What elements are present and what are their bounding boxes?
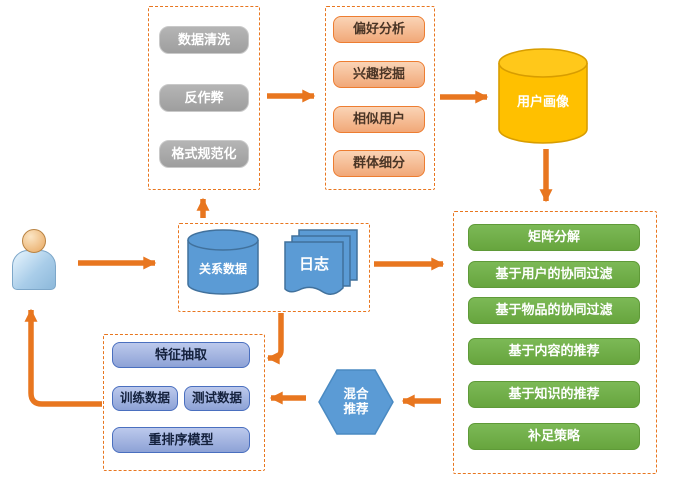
database-cylinder-icon: [187, 229, 259, 295]
node-test-data: 测试数据: [184, 386, 250, 411]
hybrid-label-line1: 混合: [343, 387, 369, 401]
arrow-ranking-to-user: [24, 308, 102, 407]
hybrid-recommendation-node: 混合 推荐: [317, 368, 395, 436]
logs-label: 日志: [298, 255, 329, 273]
node-interest-mining: 兴趣挖掘: [333, 61, 425, 88]
node-knowledge-based-rec: 基于知识的推荐: [468, 381, 640, 408]
node-group-segmentation: 群体细分: [333, 150, 425, 177]
arrow-source-to-ranking: [266, 313, 284, 365]
node-feature-extraction: 特征抽取: [112, 342, 250, 368]
relation-data-database: 关系数据: [186, 228, 260, 297]
relation-data-label: 关系数据: [198, 261, 247, 276]
hybrid-recommendation-label: 混合 推荐: [317, 368, 395, 436]
node-training-data: 训练数据: [112, 386, 178, 411]
node-rerank-model: 重排序模型: [112, 427, 250, 453]
data-source-group-frame: [178, 223, 370, 312]
user-profile-database-label: 用户画像: [516, 93, 569, 109]
node-matrix-factorization: 矩阵分解: [468, 224, 640, 251]
hybrid-label-line2: 推荐: [343, 402, 369, 416]
node-anti-cheating: 反作弊: [159, 84, 249, 112]
user-icon-head: [22, 229, 46, 253]
node-supplement-strategy: 补足策略: [468, 423, 640, 450]
node-user-based-cf: 基于用户的协同过滤: [468, 261, 640, 288]
recall-strategy-group-frame: [453, 211, 657, 474]
user-icon: [10, 229, 56, 293]
node-content-based-rec: 基于内容的推荐: [468, 338, 640, 365]
node-similar-users: 相似用户: [333, 106, 425, 133]
node-format-normalization: 格式规范化: [159, 140, 249, 168]
database-cylinder-icon: [498, 48, 588, 144]
node-item-based-cf: 基于物品的协同过滤: [468, 297, 640, 324]
ranking-group-frame: [103, 334, 265, 471]
node-data-cleaning: 数据清洗: [159, 26, 249, 54]
document-stack-icon: [284, 229, 358, 295]
user-icon-body: [12, 250, 56, 290]
user-profile-database: 用户画像: [497, 47, 589, 146]
preprocess-group-frame: [148, 6, 260, 190]
node-preference-analysis: 偏好分析: [333, 16, 425, 43]
logs-documents: 日志: [283, 228, 359, 300]
profile-analysis-group-frame: [325, 6, 435, 190]
hexagon-icon: [318, 369, 394, 435]
